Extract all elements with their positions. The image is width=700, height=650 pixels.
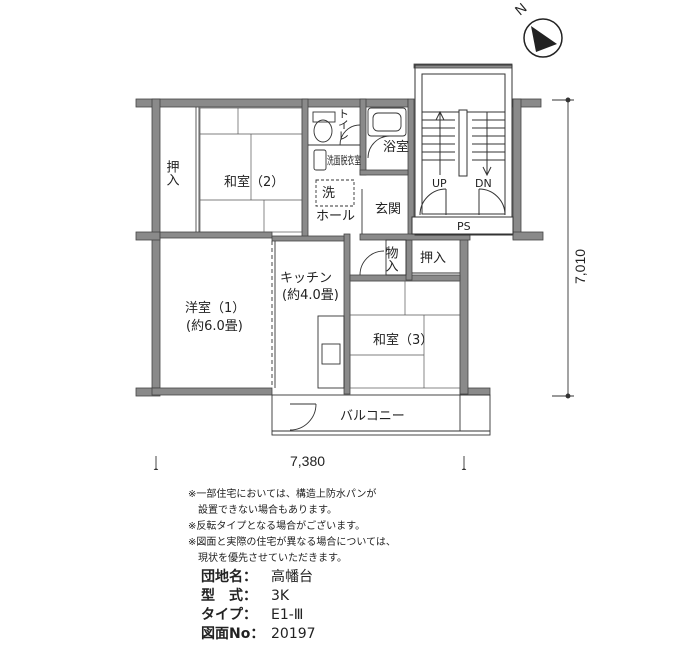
wash-basin-icon (313, 149, 355, 207)
note-line: ※反転タイプとなる場合がございます。 (188, 521, 366, 532)
washing-machine-label: 洗 (322, 186, 335, 201)
room-bath: 浴室 (383, 139, 409, 155)
info-variant-value: E1-Ⅲ (271, 607, 304, 623)
info-type-key: 型 式： (201, 588, 257, 604)
ps-label: PS (457, 220, 471, 233)
closet-left-label: 押入 (164, 160, 180, 186)
room-genkan: 玄関 (375, 202, 401, 217)
note-line: ※一部住宅においては、構造上防水パンが (188, 489, 377, 500)
notes: ※一部住宅においては、構造上防水パンが 設置できない場合もあります。 ※反転タイ… (188, 487, 488, 567)
room-yoshitsu: 洋室（1） (185, 300, 245, 316)
info-variant: タイプ： E1-Ⅲ (201, 606, 316, 625)
note-line: ※図面と実際の住宅が異なる場合については、 (188, 537, 396, 548)
info-block: 団地名： 高幡台 型 式： 3K タイプ： E1-Ⅲ 図面No： 20197 (201, 568, 316, 644)
room-kitchen: キッチン (280, 271, 332, 286)
kitchen-counter (271, 241, 345, 389)
room-washitsu3: 和室（3） (373, 332, 433, 348)
washitsu3-tatami (349, 280, 461, 389)
info-variant-key: タイプ： (201, 607, 257, 623)
info-drawing-key: 図面No： (201, 626, 265, 642)
info-estate: 団地名： 高幡台 (201, 568, 316, 587)
room-yoshitsu-size: (約6.0畳) (186, 319, 243, 334)
balcony (271, 394, 491, 436)
pipe-space: PS (411, 216, 514, 235)
compass-icon: N (512, 0, 563, 58)
info-drawing: 図面No： 20197 (201, 625, 316, 644)
room-wash: 洗面脱衣室 (327, 153, 361, 167)
room-toilet: トイレ (337, 108, 350, 141)
dimension-lines (153, 97, 574, 470)
note-line: 現状を優先させていただきます。 (188, 553, 347, 564)
room-hall: ホール (316, 209, 355, 224)
info-type: 型 式： 3K (201, 587, 316, 606)
room-washitsu2: 和室（2） (224, 174, 284, 190)
closet-left (195, 107, 200, 232)
room-oshiire-right: 押入 (420, 251, 446, 266)
info-type-value: 3K (271, 588, 290, 604)
info-drawing-value: 20197 (271, 626, 316, 642)
floor-plan: N (135, 0, 588, 470)
storage-doors (359, 239, 460, 276)
dimension-depth: 7,010 (572, 249, 588, 284)
stair-up-label: UP (432, 177, 447, 190)
room-balcony: バルコニー (340, 409, 405, 424)
room-kitchen-size: (約4.0畳) (282, 288, 339, 303)
note-line: 設置できない場合もあります。 (188, 505, 337, 516)
stair-down-label: DN (475, 177, 492, 190)
toilet-icon (308, 111, 361, 146)
info-estate-value: 高幡台 (271, 569, 313, 585)
washitsu2-tatami (199, 107, 303, 233)
compass-label: N (512, 0, 530, 18)
staircase (414, 64, 513, 236)
bath-tub-icon (367, 107, 407, 159)
info-estate-key: 団地名： (201, 569, 257, 585)
dimension-width: 7,380 (290, 453, 325, 469)
room-monoire: 物入 (383, 246, 399, 272)
walls (135, 63, 544, 397)
